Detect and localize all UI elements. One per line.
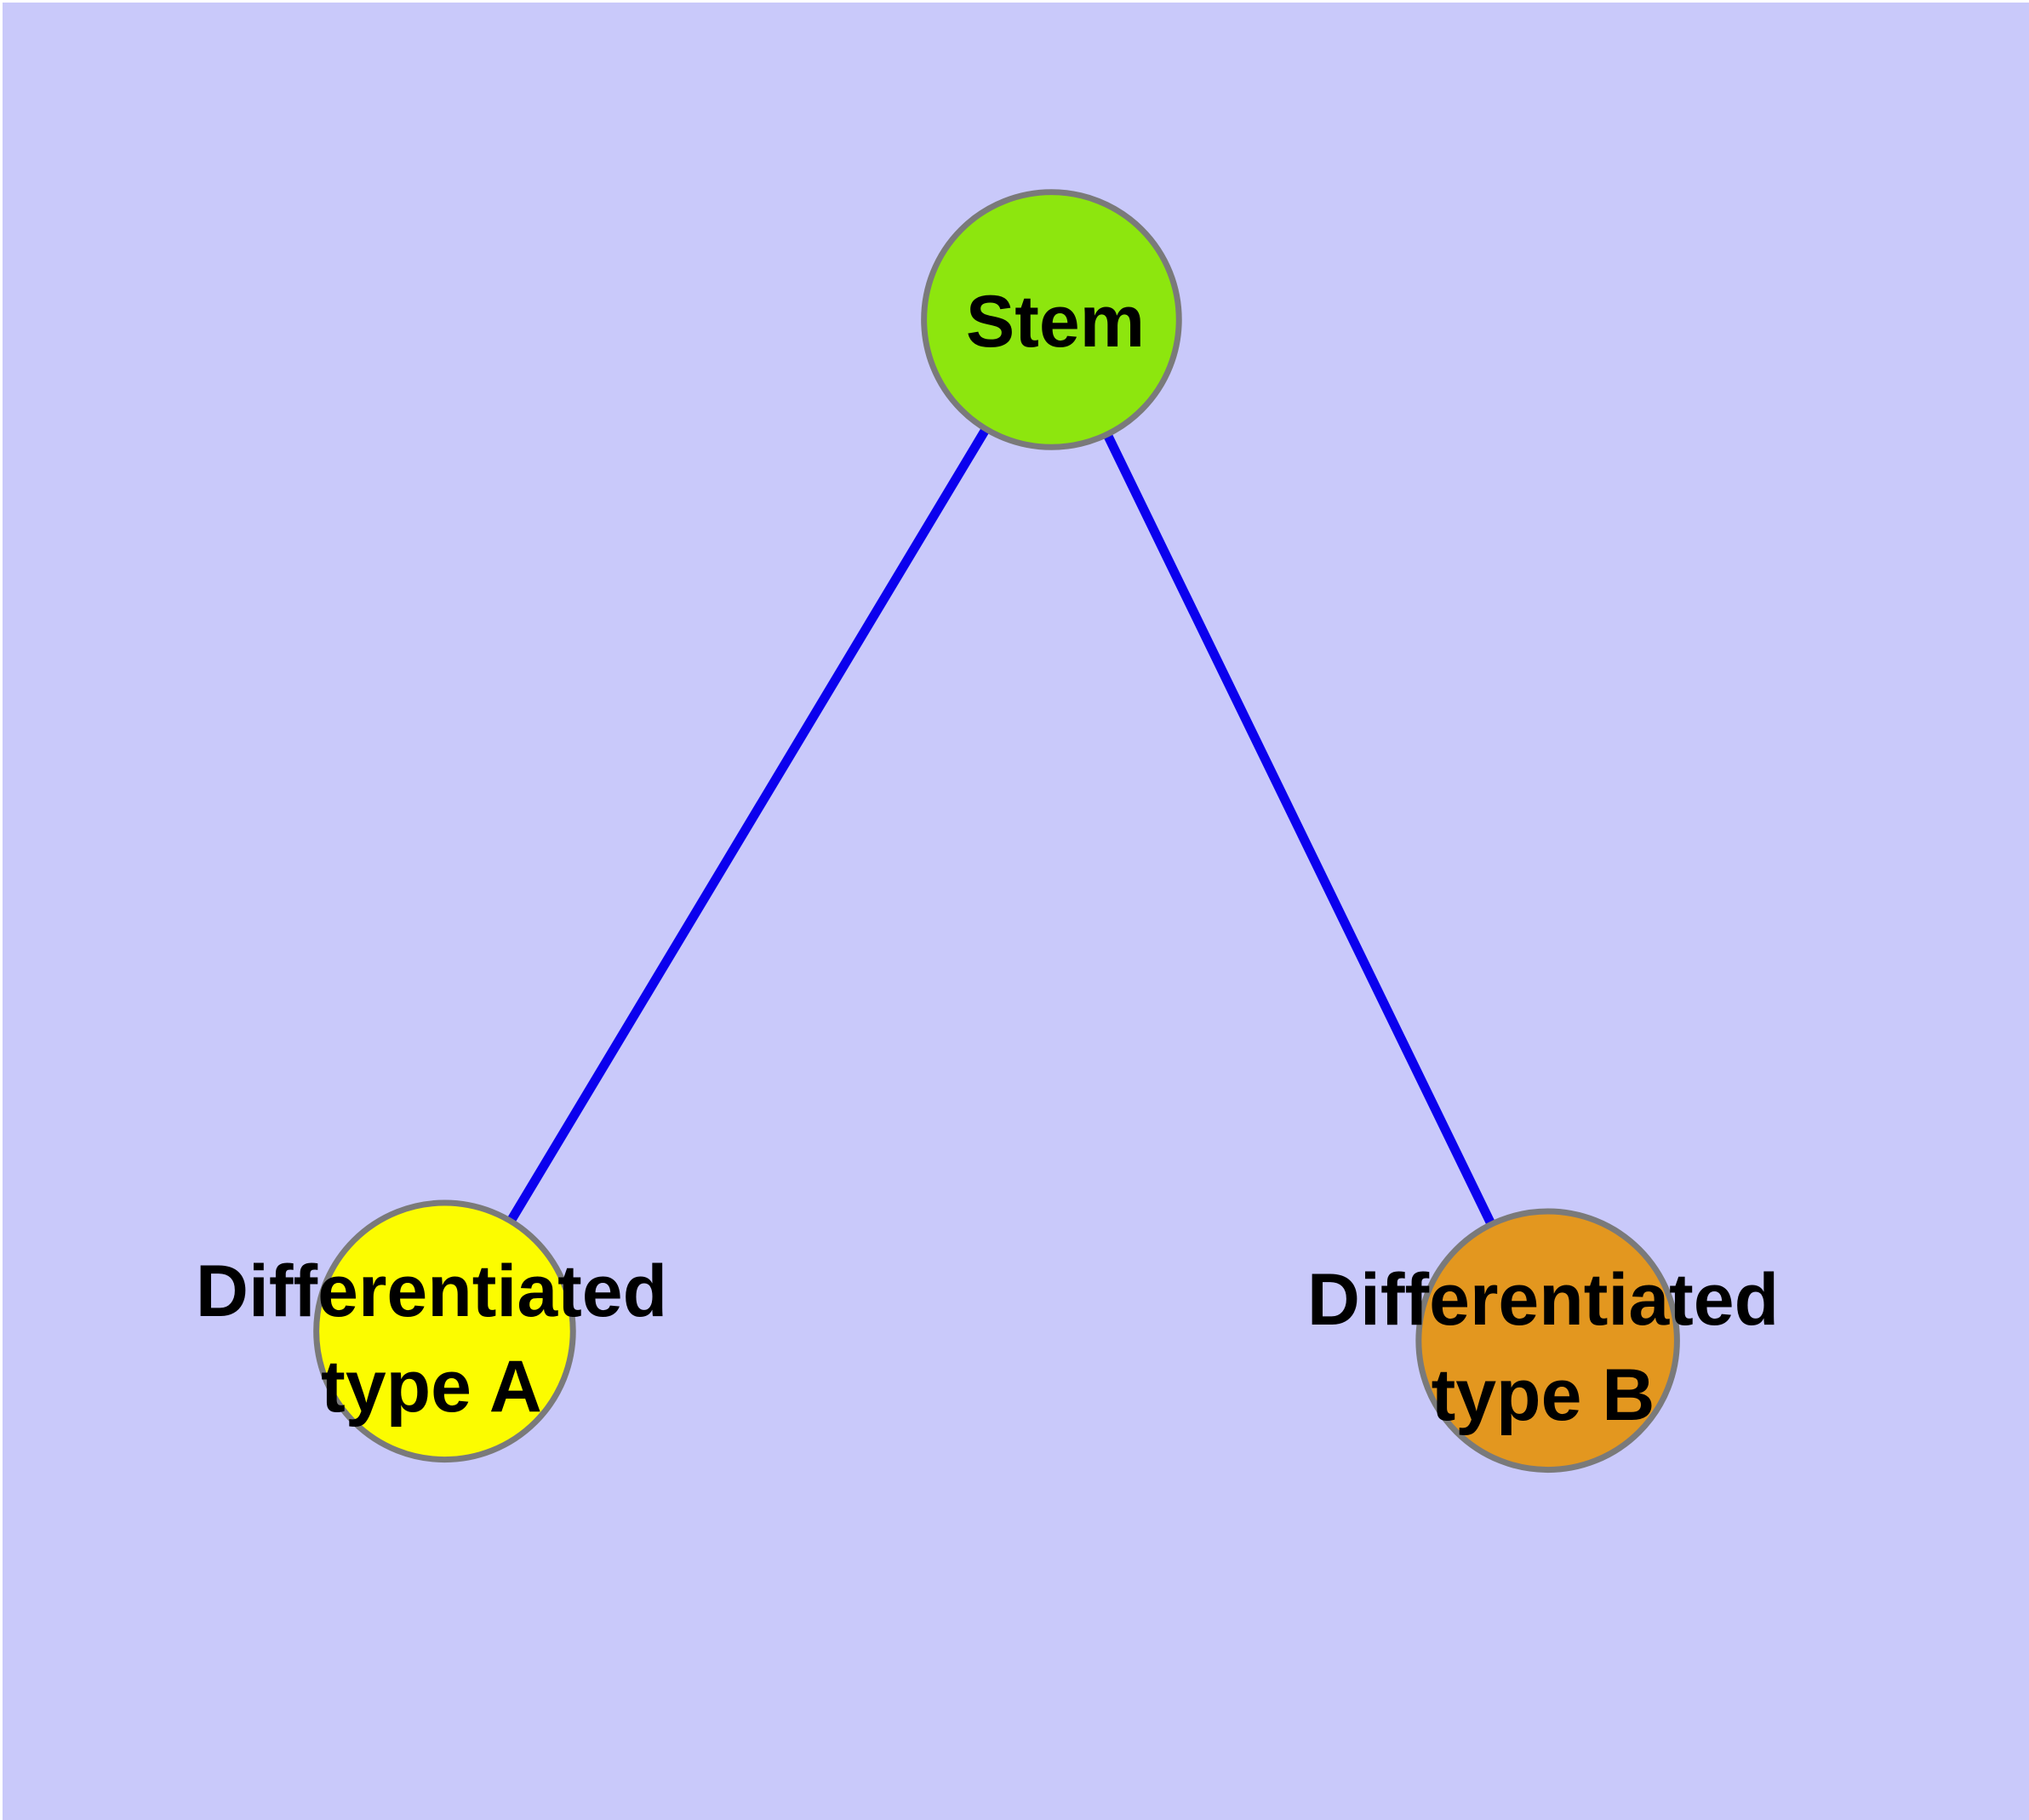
type-a-label-line-2: type A	[321, 1346, 542, 1428]
edge-stem-to-type-a	[440, 317, 1056, 1334]
type-b-label-line-1: Differentiated	[1306, 1259, 1780, 1341]
node-differentiated-type-a[interactable]	[313, 1199, 576, 1463]
node-stem-label-line: Stem	[965, 281, 1146, 363]
node-differentiated-type-a-label: Differentiated type A	[196, 1244, 667, 1434]
node-differentiated-type-b[interactable]	[1415, 1208, 1680, 1474]
node-stem-label: Stem	[966, 274, 1145, 369]
node-stem[interactable]	[921, 189, 1182, 450]
graph-svg	[313, 189, 1680, 1474]
edge-stem-to-type-b	[1047, 318, 1552, 1343]
type-b-label-line-2: type B	[1431, 1354, 1655, 1436]
type-a-label-line-1: Differentiated	[195, 1251, 668, 1332]
node-differentiated-type-b-label: Differentiated type B	[1307, 1252, 1779, 1443]
